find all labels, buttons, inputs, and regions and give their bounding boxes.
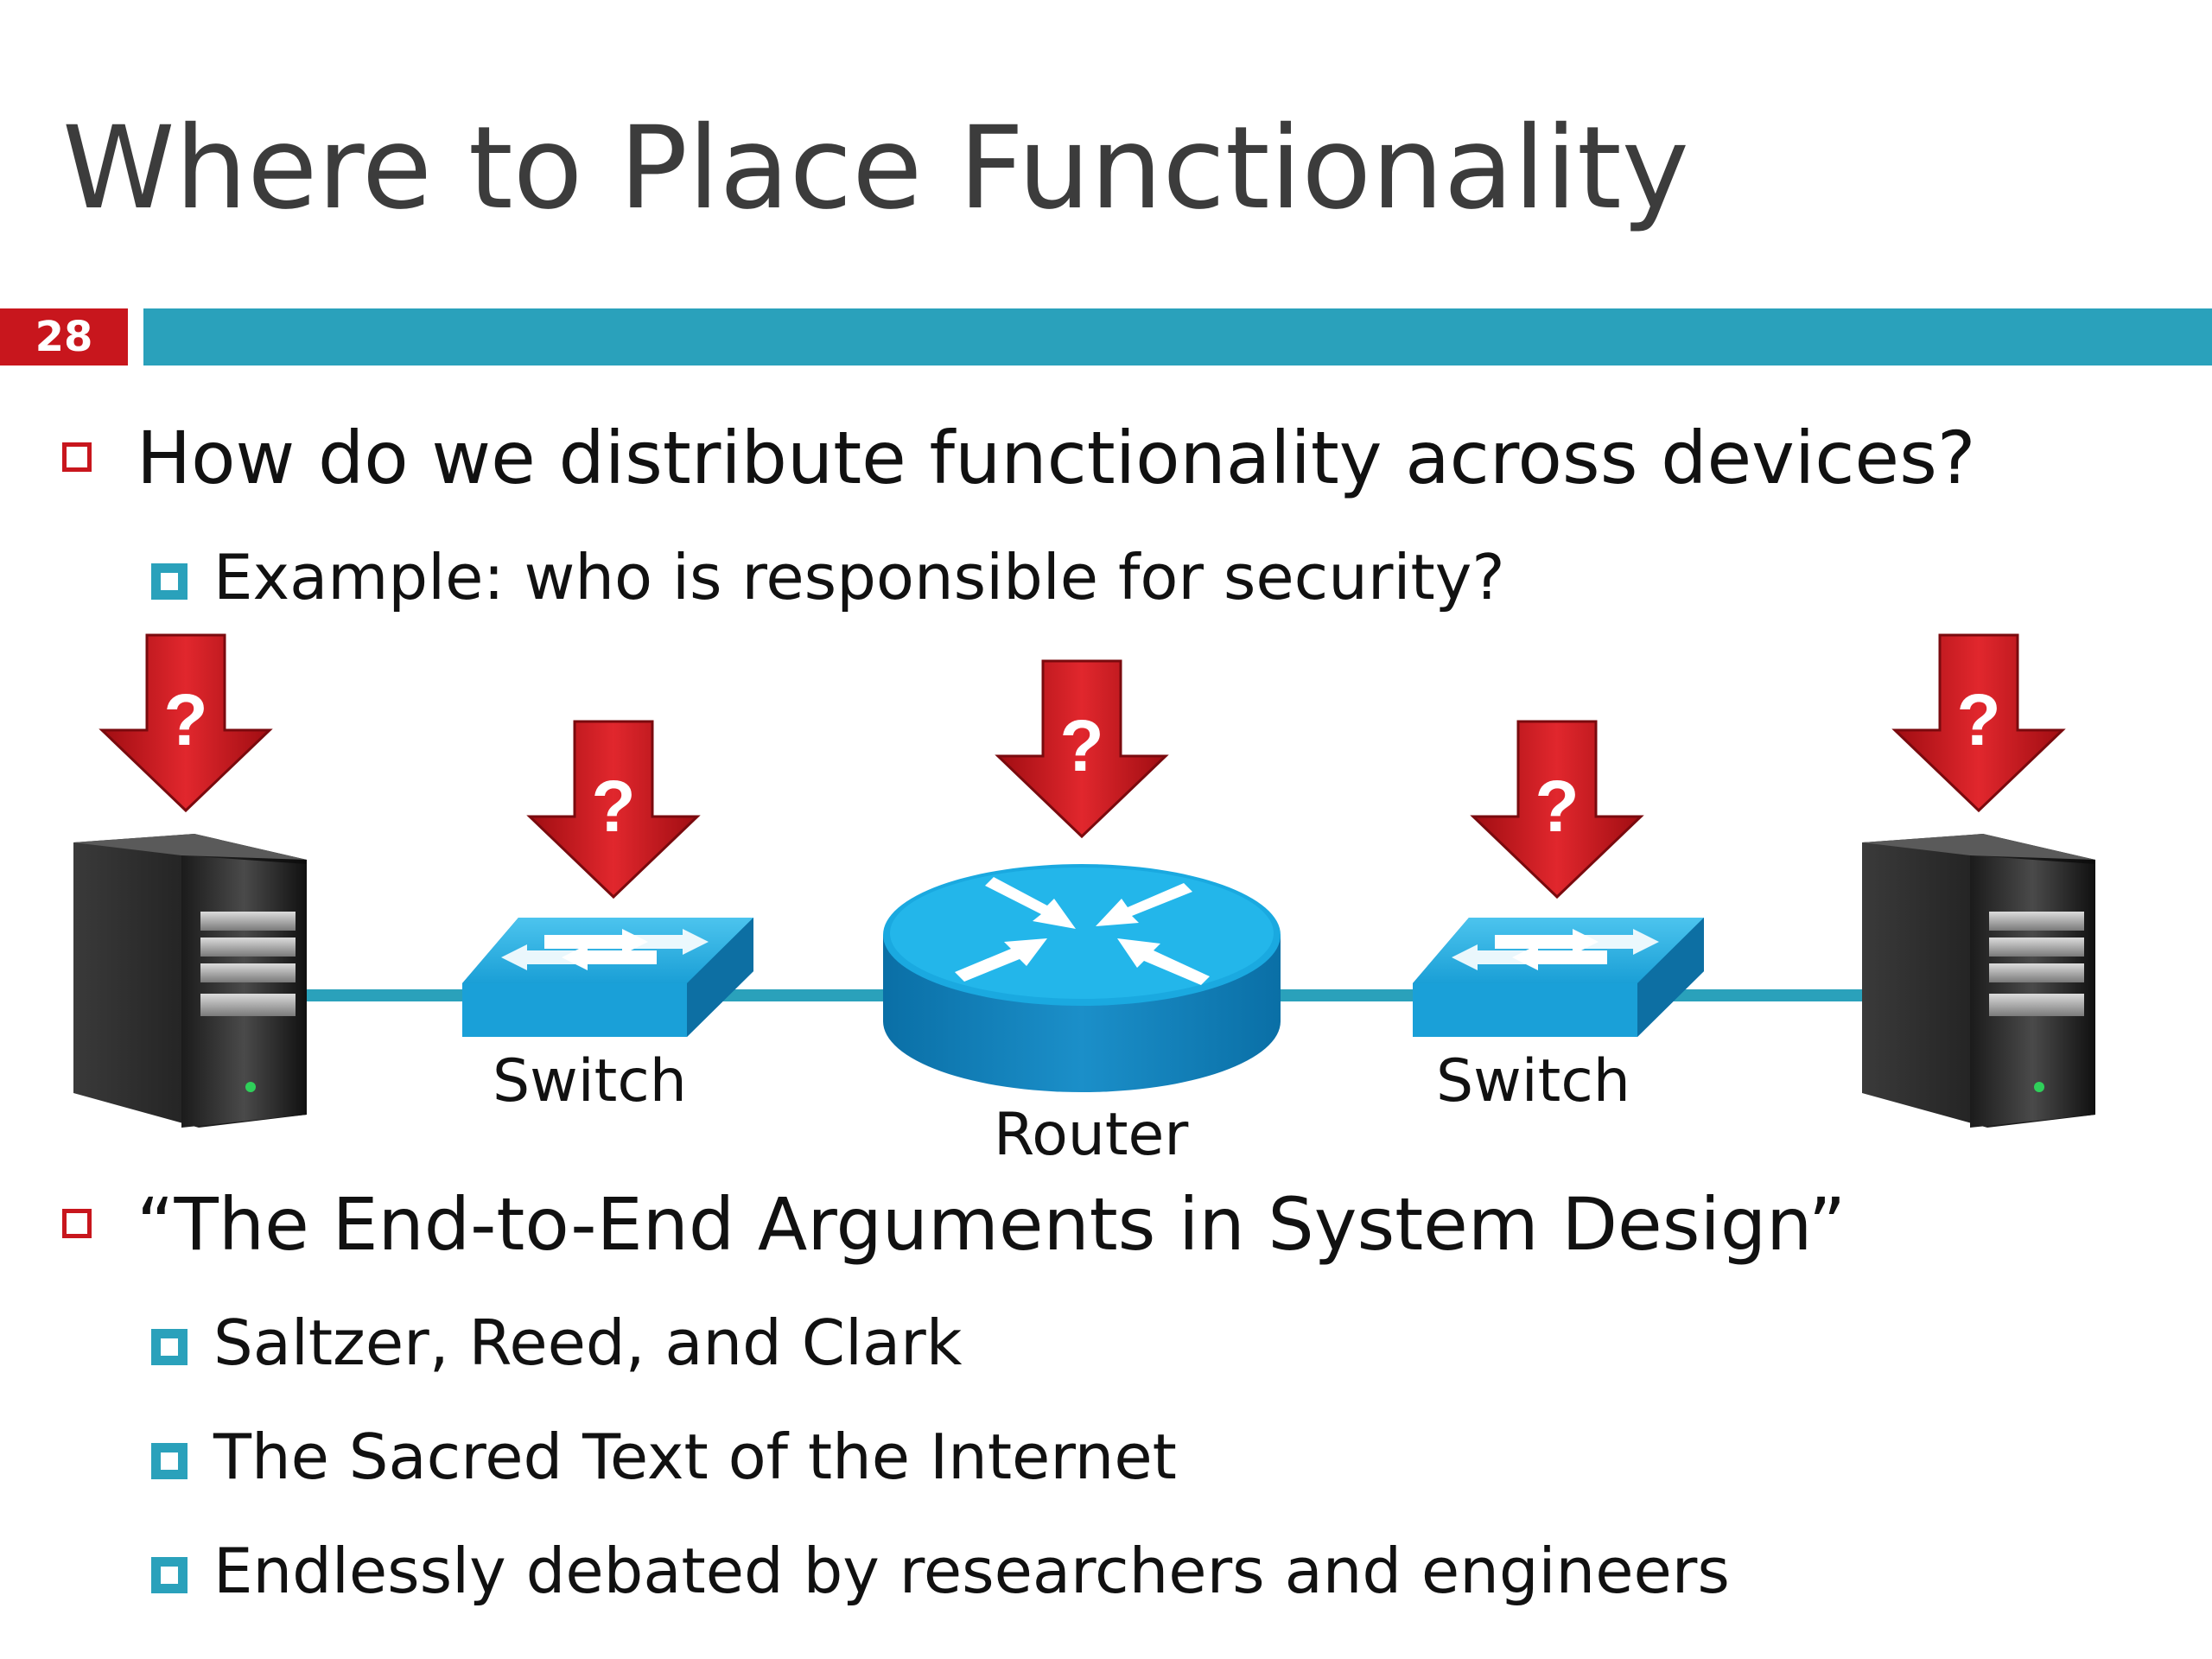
router-label: Router — [994, 1101, 1189, 1169]
question-mark-icon: ? — [591, 766, 635, 847]
title-divider-bar — [143, 308, 2212, 365]
question-arrow-left-switch: ? — [526, 720, 701, 899]
server-left-icon — [73, 834, 307, 1128]
bullet-text: “The End-to-End Arguments in System Desi… — [137, 1182, 1847, 1267]
server-right-icon — [1862, 834, 2095, 1128]
slide-number: 28 — [0, 308, 128, 365]
switch-left-label: Switch — [493, 1047, 687, 1116]
router-icon — [883, 864, 1281, 1092]
sub-bullet-text: Saltzer, Reed, and Clark — [213, 1306, 963, 1379]
question-arrow-right-switch: ? — [1470, 720, 1644, 899]
question-mark-icon: ? — [1956, 679, 2000, 760]
bullet-square-icon — [62, 442, 92, 472]
sub-bullet-text: The Sacred Text of the Internet — [213, 1421, 1177, 1493]
slide-title: Where to Place Functionality — [62, 102, 1689, 235]
question-arrow-router: ? — [995, 659, 1169, 839]
question-arrow-right-server: ? — [1891, 633, 2066, 813]
sub-bullet-square-icon — [151, 563, 188, 600]
bullet-square-icon — [62, 1209, 92, 1238]
sub-bullet-square-icon — [151, 1329, 188, 1365]
switch-right-icon — [1413, 918, 1704, 1037]
sub-bullet-text: Endlessly debated by researchers and eng… — [213, 1535, 1730, 1607]
switch-left-icon — [462, 918, 753, 1037]
question-arrow-left-server: ? — [99, 633, 273, 813]
question-mark-icon: ? — [1535, 766, 1579, 847]
question-mark-icon: ? — [1059, 705, 1103, 786]
switch-right-label: Switch — [1436, 1047, 1630, 1116]
bullet-text: How do we distribute functionality acros… — [137, 416, 1976, 500]
sub-bullet-square-icon — [151, 1443, 188, 1479]
sub-bullet-square-icon — [151, 1557, 188, 1593]
sub-bullet-text: Example: who is responsible for security… — [213, 541, 1505, 613]
question-mark-icon: ? — [163, 679, 207, 760]
network-diagram: ? ? ? ? ? — [73, 633, 2095, 1128]
